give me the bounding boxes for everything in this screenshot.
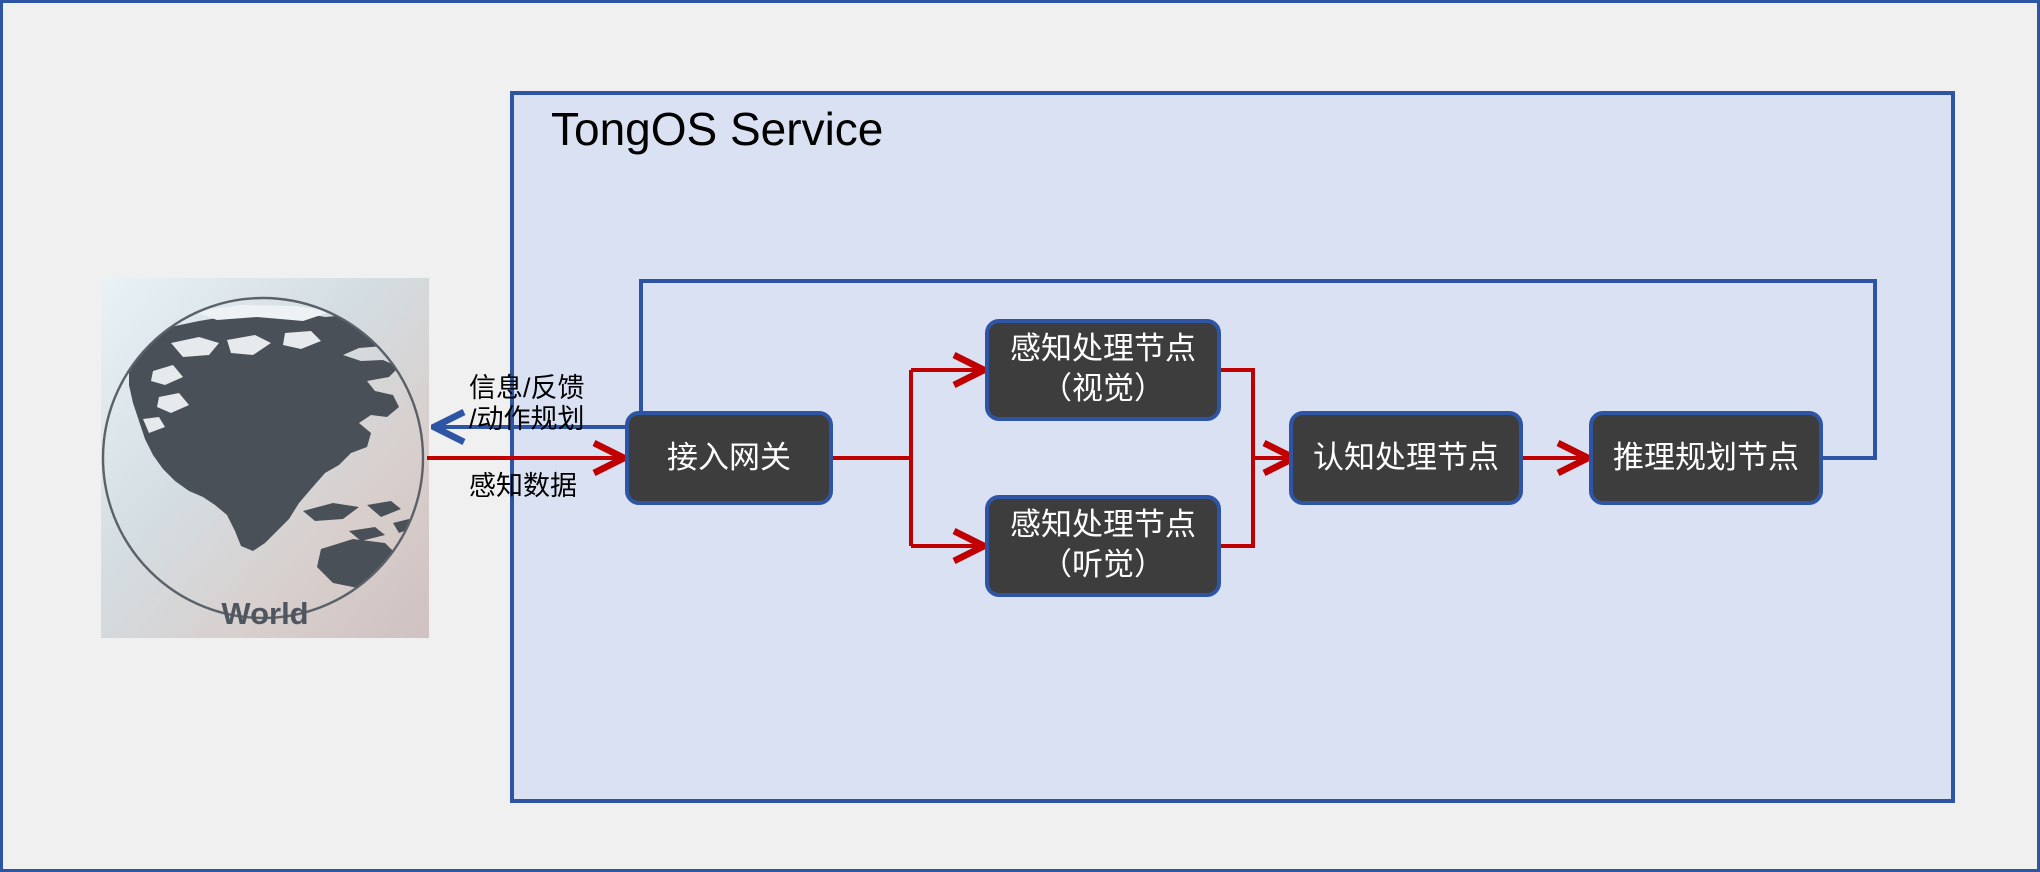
node-access-gateway-label: 接入网关: [667, 440, 791, 475]
node-perception-visual-label-line1: 感知处理节点: [1010, 331, 1196, 366]
node-access-gateway[interactable]: 接入网关: [625, 411, 833, 505]
node-perception-visual[interactable]: 感知处理节点 （视觉）: [985, 319, 1221, 421]
node-reasoning-planning-label: 推理规划节点: [1613, 440, 1799, 475]
edge-auditory-to-merge: [1219, 458, 1255, 548]
edge-label-feedback-line2: /动作规划: [469, 404, 585, 434]
node-reasoning-planning[interactable]: 推理规划节点: [1589, 411, 1823, 505]
node-cognition[interactable]: 认知处理节点: [1289, 411, 1523, 505]
node-cognition-label: 认知处理节点: [1313, 440, 1499, 475]
edge-visual-to-merge: [1219, 368, 1255, 458]
world-panel: World: [101, 278, 429, 638]
node-perception-auditory[interactable]: 感知处理节点 （听觉）: [985, 495, 1221, 597]
world-label: World: [221, 596, 308, 631]
node-perception-auditory-label-line2: （听觉）: [1041, 547, 1165, 582]
edge-feedback-loop: [437, 279, 1877, 460]
architecture-diagram: TongOS Service: [101, 91, 1955, 803]
node-perception-visual-box[interactable]: [985, 319, 1221, 421]
edge-label-feedback-line1: 信息/反馈: [469, 373, 585, 403]
node-perception-auditory-box[interactable]: [985, 495, 1221, 597]
node-cognition-box[interactable]: [1289, 411, 1523, 505]
container-title: TongOS Service: [551, 103, 883, 155]
node-reasoning-planning-box[interactable]: [1589, 411, 1823, 505]
node-perception-auditory-label-line1: 感知处理节点: [1010, 507, 1196, 542]
node-access-gateway-box[interactable]: [625, 411, 833, 505]
edge-label-sensor-data: 感知数据: [469, 471, 577, 501]
globe-outline: [101, 296, 425, 620]
node-perception-visual-label-line2: （视觉）: [1041, 371, 1165, 406]
